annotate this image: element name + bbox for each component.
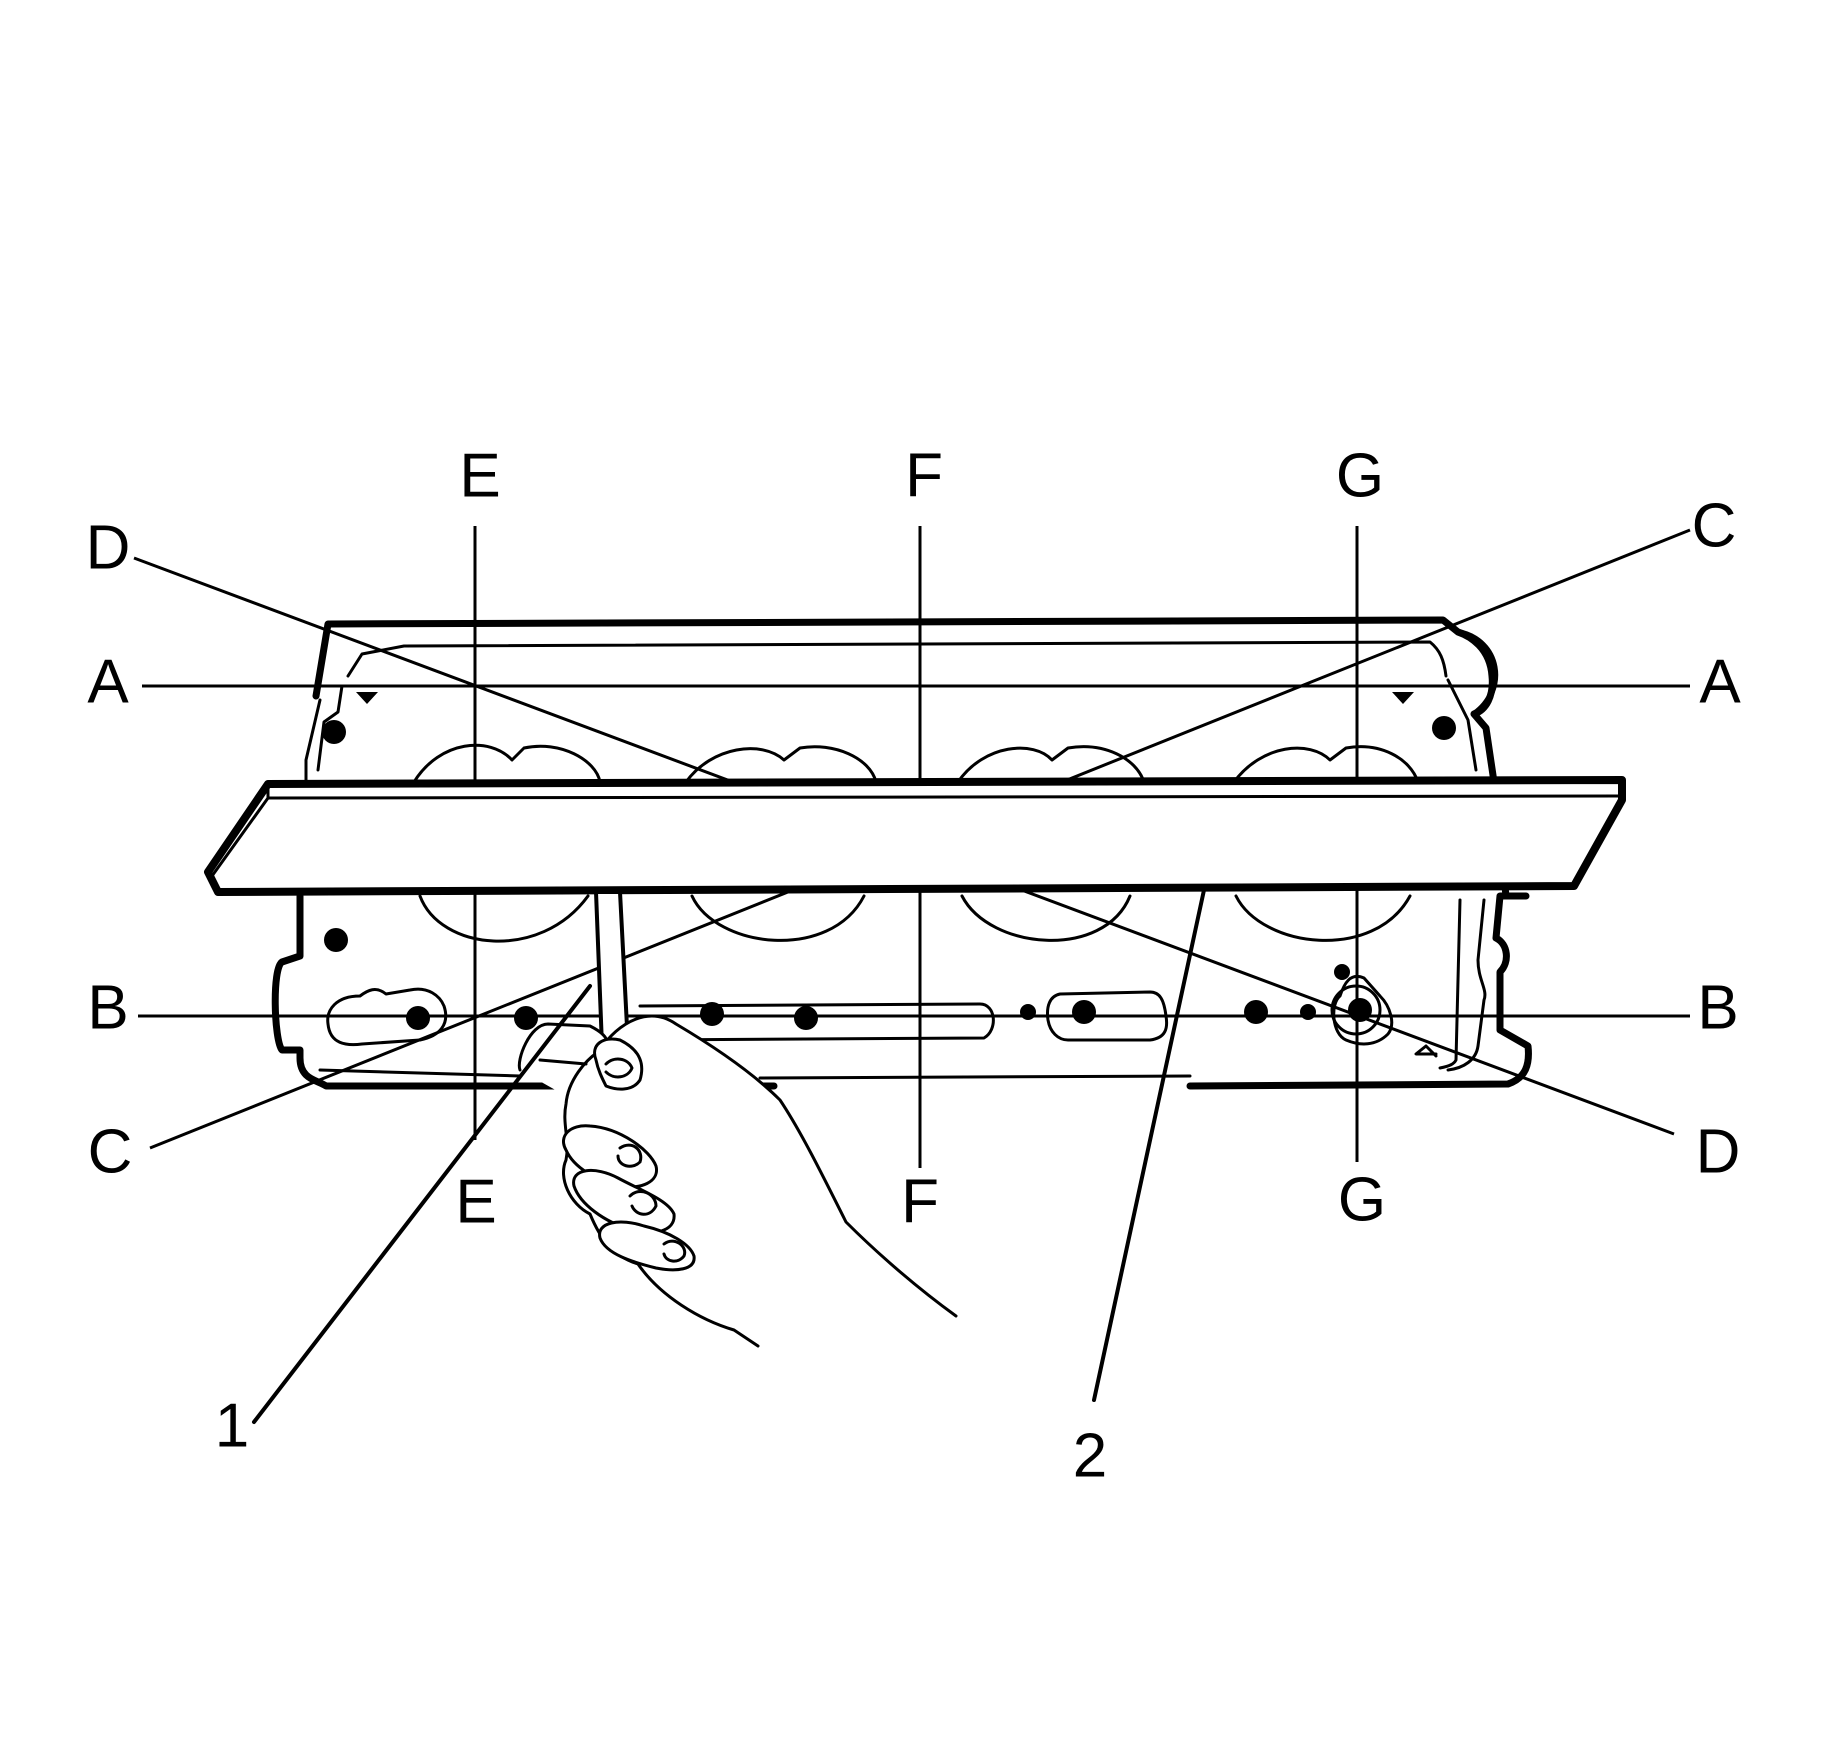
hole-b7 bbox=[1244, 1000, 1268, 1024]
label-c-right: C bbox=[1692, 491, 1737, 560]
head-inner-right bbox=[1446, 678, 1478, 772]
head-holes bbox=[322, 692, 1456, 1030]
fingernail-3 bbox=[662, 1239, 687, 1263]
straightedge bbox=[204, 776, 1626, 896]
right-tab bbox=[1414, 1044, 1438, 1058]
slot-left bbox=[326, 987, 448, 1047]
hole-b3 bbox=[700, 1002, 724, 1026]
callout-2-label: 2 bbox=[1073, 1421, 1107, 1490]
hole-b8 bbox=[1300, 1004, 1316, 1020]
label-c-left: C bbox=[88, 1117, 133, 1186]
label-f-top: F bbox=[905, 441, 943, 510]
label-f-bottom: F bbox=[901, 1167, 939, 1236]
marker-triangle-left bbox=[356, 692, 378, 704]
label-b-right: B bbox=[1697, 973, 1738, 1042]
head-outline-bottom-right bbox=[1186, 892, 1532, 1090]
finger-2 bbox=[572, 1168, 676, 1235]
hole-b1 bbox=[406, 1006, 430, 1030]
finger-3 bbox=[598, 1220, 696, 1272]
labels: E F G D C A A B B C D E F G 1 2 bbox=[86, 441, 1742, 1490]
hole-b10 bbox=[1334, 964, 1350, 980]
straightedge-top-face-edge bbox=[267, 794, 1619, 800]
head-right-boss bbox=[1455, 629, 1499, 717]
label-d-right: D bbox=[1696, 1117, 1741, 1186]
hand-crease bbox=[538, 1058, 588, 1066]
slot-middle bbox=[638, 1002, 995, 1042]
slot-far-right bbox=[1332, 975, 1394, 1046]
hole-b6 bbox=[1072, 1000, 1096, 1024]
label-a-left: A bbox=[87, 647, 129, 716]
label-e-bottom: E bbox=[455, 1167, 496, 1236]
feeler-gauge-blade bbox=[594, 890, 630, 1048]
hole-b2 bbox=[514, 1006, 538, 1030]
slot-right bbox=[1046, 990, 1169, 1042]
thumbnail bbox=[604, 1057, 634, 1079]
chamber-4-bottom bbox=[1234, 894, 1412, 942]
head-inner-top-line bbox=[346, 640, 1448, 678]
hole-b4 bbox=[794, 1006, 818, 1030]
label-e-top: E bbox=[459, 441, 500, 510]
hand-outline bbox=[517, 1014, 958, 1318]
label-g-top: G bbox=[1336, 441, 1384, 510]
thumb bbox=[593, 1037, 644, 1091]
label-b-left: B bbox=[87, 973, 128, 1042]
straightedge-body bbox=[204, 776, 1626, 896]
label-d-left: D bbox=[86, 513, 131, 582]
chamber-1-top bbox=[412, 743, 602, 784]
marker-triangle-right bbox=[1392, 692, 1414, 704]
straightedge-front-corner bbox=[210, 784, 270, 877]
cylinder-head bbox=[271, 616, 1532, 1090]
fingernail-2 bbox=[628, 1190, 658, 1216]
fingernail-1 bbox=[616, 1143, 643, 1168]
hole-b5 bbox=[1020, 1004, 1036, 1020]
hole-top-right bbox=[1432, 716, 1456, 740]
label-g-bottom: G bbox=[1338, 1165, 1386, 1234]
head-inner-right-lower bbox=[1446, 898, 1487, 1072]
hole-mid-left bbox=[324, 928, 348, 952]
chamber-3-top bbox=[956, 745, 1146, 784]
feeler-gauge-and-hand bbox=[517, 890, 958, 1348]
head-inner-right-lower-2 bbox=[1438, 898, 1462, 1070]
chamber-2-top bbox=[684, 745, 878, 784]
chamber-1-bottom bbox=[418, 894, 590, 943]
leader-2 bbox=[1092, 888, 1206, 1402]
head-inner-bottom-line-2 bbox=[758, 1074, 1192, 1080]
label-a-right: A bbox=[1699, 647, 1741, 716]
chamber-3-bottom bbox=[960, 894, 1132, 942]
callout-leaders bbox=[252, 888, 1206, 1424]
head-inner-left bbox=[316, 684, 344, 772]
chamber-4-top bbox=[1232, 745, 1420, 784]
head-inner-bottom-line bbox=[318, 1068, 522, 1078]
head-left-edge bbox=[304, 698, 322, 784]
callout-1-label: 1 bbox=[215, 1391, 249, 1460]
hole-top-left bbox=[322, 720, 346, 744]
chamber-2-bottom bbox=[690, 894, 866, 942]
leader-1 bbox=[252, 984, 592, 1424]
